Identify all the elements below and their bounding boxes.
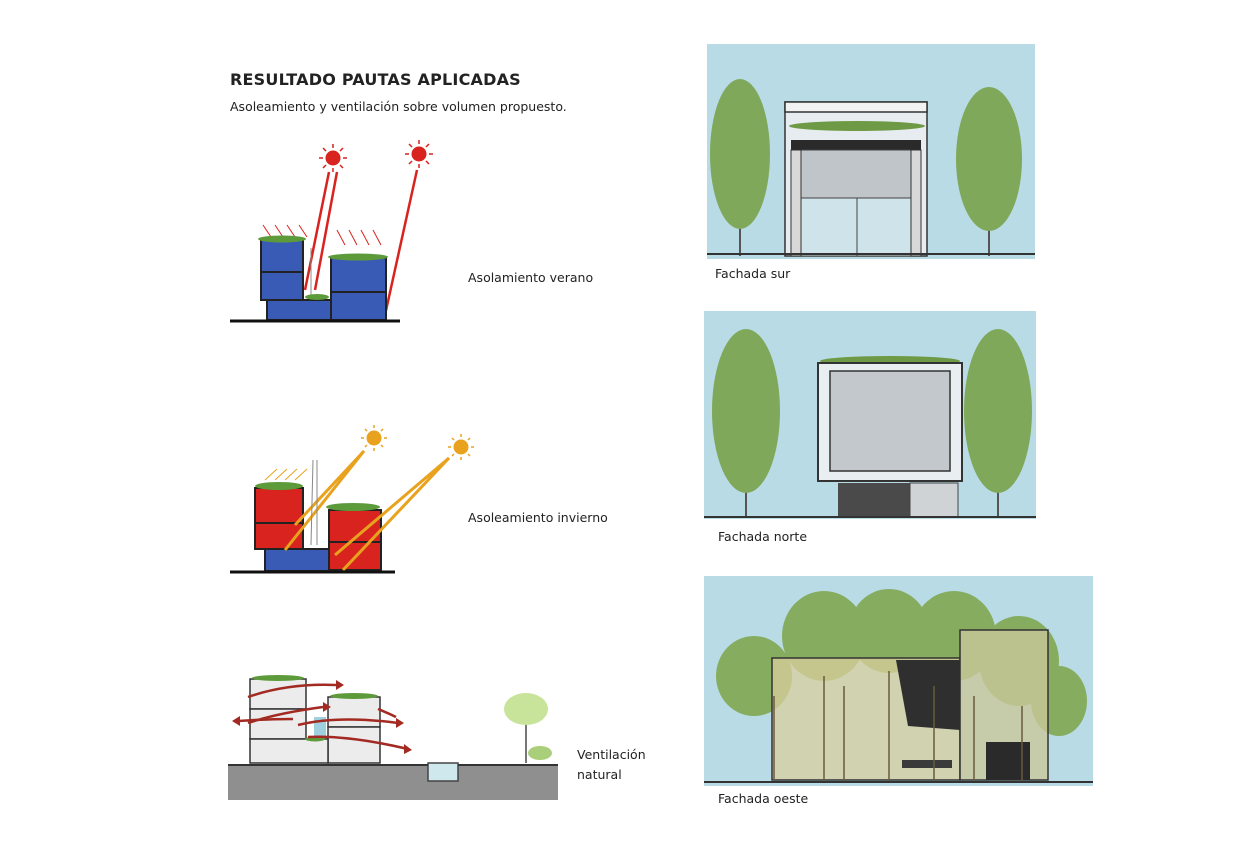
- north-facade-sketch: [704, 311, 1036, 519]
- tree-icon: [504, 693, 552, 763]
- tree-icon: [710, 79, 770, 256]
- tree-icon: [712, 329, 780, 516]
- page-subtitle: Asoleamiento y ventilación sobre volumen…: [230, 99, 567, 114]
- south-facade-sketch: [707, 44, 1035, 259]
- west-facade-sketch: [704, 576, 1093, 786]
- sun-icon: [319, 144, 347, 172]
- page-title: RESULTADO PAUTAS APLICADAS: [230, 70, 521, 89]
- summer-sun-diagram: [230, 140, 433, 323]
- sun-icon: [405, 140, 433, 168]
- tree-icon: [956, 87, 1022, 256]
- north-facade-label: Fachada norte: [718, 529, 808, 544]
- winter-sun-diagram: [230, 425, 474, 574]
- west-facade-label: Fachada oeste: [718, 791, 809, 806]
- sun-icon: [448, 434, 474, 460]
- south-facade-label: Fachada sur: [715, 266, 791, 281]
- sun-icon: [361, 425, 387, 451]
- tree-icon: [964, 329, 1032, 516]
- ventilation-diagram: [228, 675, 558, 800]
- summer-label: Asolamiento verano: [468, 270, 594, 285]
- ventilation-label-line2: natural: [577, 767, 622, 782]
- ventilation-label-line1: Ventilación: [577, 747, 646, 762]
- winter-label: Asoleamiento invierno: [468, 510, 608, 525]
